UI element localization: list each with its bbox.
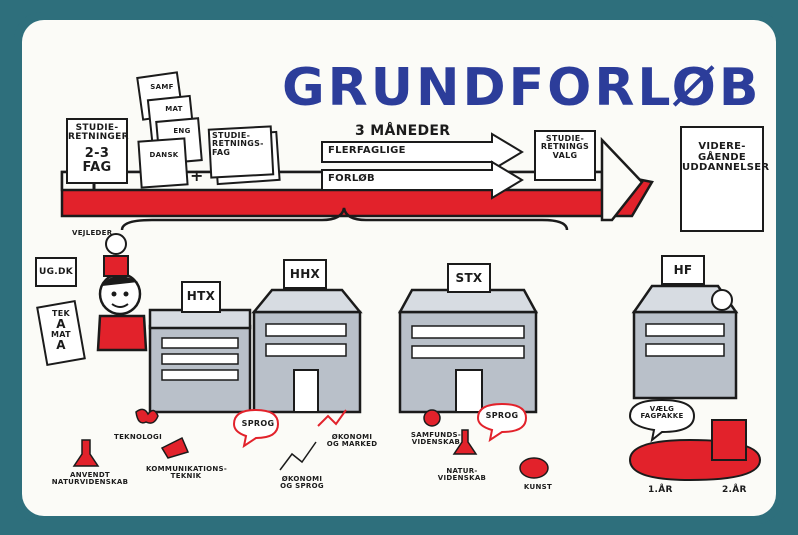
- label-anvendt: ANVENDT NATURVIDENSKAB: [50, 471, 130, 487]
- arrow-forloeb: [321, 160, 524, 200]
- paper-a1: A: [56, 317, 66, 332]
- natur-line2: VIDENSKAB: [437, 474, 487, 483]
- arrow-label-flerfaglige: FLERFAGLIGE: [328, 145, 406, 156]
- paper-label: TEK A MAT A: [44, 309, 78, 353]
- school-stx: STX: [455, 271, 483, 285]
- books-stack: [136, 71, 203, 189]
- studieretninger-line1: STUDIE-: [75, 123, 119, 133]
- paper-mat: MAT: [51, 329, 71, 339]
- samf-line2: VIDENSKAB: [411, 438, 461, 447]
- brace: [120, 207, 569, 231]
- book-samf: SAMF: [150, 83, 174, 91]
- vaelg-line1: VÆLG: [649, 405, 675, 413]
- vaelg-line2: FAGPAKKE: [640, 412, 684, 421]
- srf-line3: FAG: [212, 147, 231, 157]
- oks-line2: OG SPROG: [280, 482, 324, 491]
- studieretninger-sign: STUDIE- RETNINGER 2-3 FAG: [66, 118, 128, 184]
- samf-line1: SAMFUNDS-: [410, 431, 462, 439]
- stx-sprog: SPROG: [485, 411, 519, 420]
- anvendt-line2: NATURVIDENSKAB: [51, 478, 129, 487]
- valg-line2: RETNINGS: [540, 142, 590, 152]
- arrow-flerfaglige: [321, 132, 524, 172]
- vejleder-character: [103, 233, 129, 277]
- label-okonomi-sprog: ØKONOMI OG SPROG: [272, 475, 332, 491]
- subtitle: 3 MÅNEDER: [355, 123, 451, 139]
- srf-line2: RETNINGS-: [212, 139, 264, 149]
- stx-icons: [423, 402, 549, 479]
- paper-icon: [36, 299, 86, 367]
- label-year2: 2.ÅR: [722, 485, 747, 495]
- studieretninger-line3: 2-3 FAG: [82, 145, 112, 175]
- stx-building: [397, 263, 539, 414]
- book-mat: MAT: [165, 105, 183, 113]
- page-title: GRUNDFORLØB: [282, 58, 762, 118]
- label-okonomi-marked: ØKONOMI OG MARKED: [322, 433, 382, 449]
- arrow-label-forloeb: FORLØB: [328, 173, 375, 184]
- hf-building: [631, 255, 739, 400]
- label-kommunikationsteknik: KOMMUNIKATIONS- TEKNIK: [146, 465, 228, 481]
- laptop-icon: [35, 257, 77, 287]
- komm-line1: KOMMUNIKATIONS-: [146, 465, 228, 473]
- school-hf: HF: [673, 263, 693, 277]
- studieretninger-line2: RETNINGER: [68, 132, 129, 143]
- htx-building: [148, 281, 252, 414]
- oks-line1: ØKONOMI: [281, 475, 323, 483]
- plus-sign: +: [190, 166, 204, 185]
- paper-tek: TEK: [51, 309, 71, 318]
- label-samfundsvidenskab: SAMFUNDS- VIDENSKAB: [404, 431, 468, 447]
- label-teknologi: TEKNOLOGI: [114, 433, 163, 441]
- illustration-drawing: [35, 71, 762, 482]
- ugdk-label: UG.DK: [38, 267, 74, 277]
- label-naturvidenskab: NATUR- VIDENSKAB: [432, 467, 492, 483]
- vejleder-label: VEJLEDER: [72, 229, 113, 237]
- natur-line1: NATUR-: [446, 467, 478, 475]
- label-kunst: KUNST: [523, 483, 553, 491]
- school-hhx: HHX: [289, 267, 321, 281]
- vu-line1: VIDERE-: [698, 141, 746, 152]
- studieretningsfag-pages: [207, 125, 281, 186]
- book-eng: ENG: [173, 127, 191, 135]
- valg-line1: STUDIE-: [545, 134, 585, 143]
- studieretningsfag-label: STUDIE- RETNINGS- FAG: [212, 131, 274, 157]
- srf-line1: STUDIE-: [212, 131, 251, 140]
- hf-icons: [628, 398, 762, 482]
- studieretningsvalg-sign: STUDIE- RETNINGS VALG: [534, 130, 596, 181]
- hhx-sprog: SPROG: [241, 419, 275, 428]
- vu-line3: UDDANNELSER: [682, 162, 770, 173]
- anvendt-line1: ANVENDT: [69, 471, 111, 479]
- okm-line1: ØKONOMI: [331, 433, 373, 441]
- vu-line2: GÅENDE: [697, 151, 747, 163]
- paper-a2: A: [56, 338, 66, 353]
- school-htx: HTX: [186, 289, 216, 303]
- illustration-card: GRUNDFORLØB 3 MÅNEDER STUDIE- RETNINGER …: [22, 20, 776, 516]
- valg-line3: VALG: [552, 150, 578, 160]
- komm-line2: TEKNIK: [170, 472, 202, 481]
- hhx-building: [251, 259, 363, 414]
- okm-line2: OG MARKED: [326, 440, 378, 449]
- videregaende-sign: VIDERE- GÅENDE UDDANNELSER: [680, 126, 770, 232]
- hhx-icons: [232, 408, 347, 471]
- label-year1: 1.ÅR: [648, 485, 673, 495]
- htx-icons: [72, 408, 190, 467]
- student-character: [96, 272, 148, 352]
- book-dansk: DANSK: [149, 151, 179, 159]
- label-vaelg-fagpakke: VÆLG FAGPAKKE: [632, 405, 692, 421]
